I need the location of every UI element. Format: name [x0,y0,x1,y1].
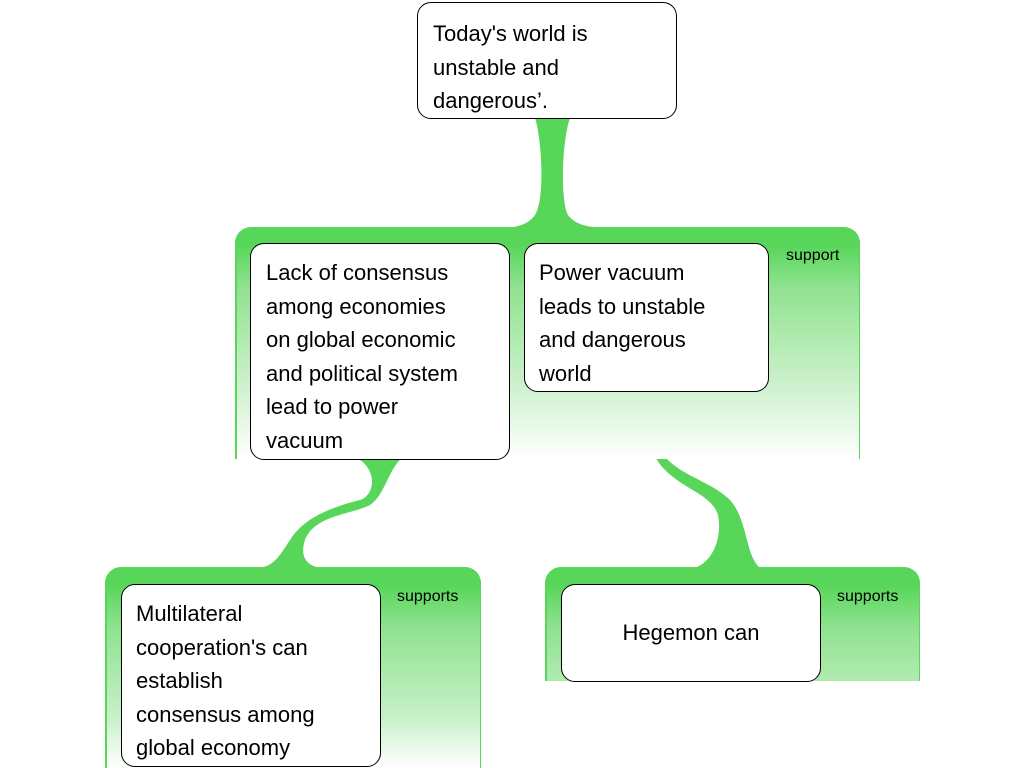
root-node-line: Today's world is [433,21,588,46]
hegemon-supports-label: supports [837,588,899,605]
multilateral-line: global economy [136,735,291,760]
link-lack-to-multilateral-group [260,458,402,568]
multilateral-line: Multilateral [136,601,243,626]
link-power-vacuum-to-hegemon-group [622,391,760,568]
power-vacuum-line: leads to unstable [539,293,706,319]
power-vacuum-line: and dangerous [539,327,686,352]
power-vacuum-line: Power vacuum [539,260,685,285]
multilateral-node[interactable]: Multilateral cooperation's can establish… [121,584,381,767]
support-group-label: support [786,247,840,264]
root-node-line: dangerous’. [433,88,548,113]
multilateral-line: consensus among [136,701,315,727]
lack-of-consensus-line: and political system [266,360,458,386]
lack-of-consensus-line: vacuum [266,427,344,453]
multilateral-line: cooperation's can [136,634,308,660]
lack-of-consensus-line: lead to power [266,394,399,419]
power-vacuum-node[interactable]: Power vacuum leads to unstable and dange… [524,243,769,392]
lack-of-consensus-line: among economies [266,293,446,319]
multilateral-line: establish [136,668,223,693]
multilateral-supports-label: supports [397,588,459,605]
root-node-line: unstable and [433,54,559,80]
lack-of-consensus-line: on global economic [266,327,456,352]
hegemon-line: Hegemon can [622,620,760,646]
power-vacuum-line: world [539,360,592,386]
lack-of-consensus-line: Lack of consensus [266,260,449,285]
lack-of-consensus-node[interactable]: Lack of consensus among economies on glo… [250,243,510,460]
root-node[interactable]: Today's world is unstable and dangerous’… [417,2,677,119]
link-root-to-support-group [500,118,610,228]
hegemon-node[interactable]: Hegemon can [561,584,821,682]
